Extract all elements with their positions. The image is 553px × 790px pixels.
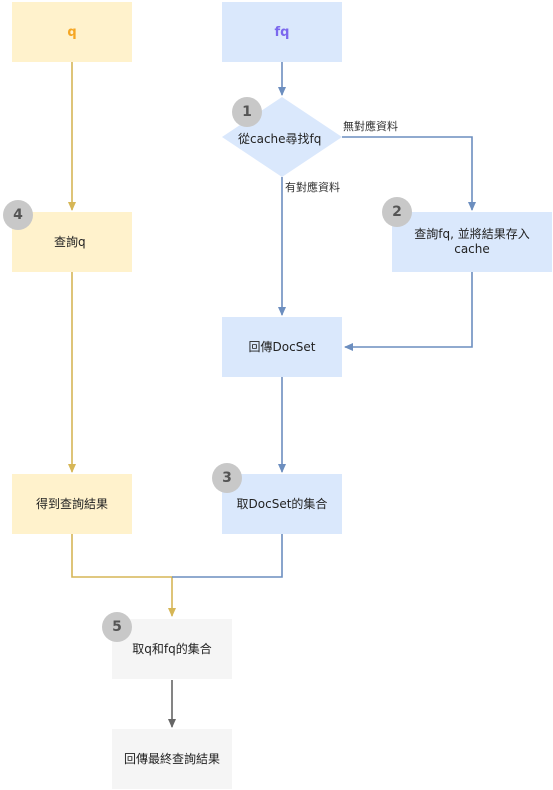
decision-label: 從cache尋找fq (238, 132, 322, 146)
node-query-q: 查詢q (12, 212, 132, 272)
step-badge-1: 1 (232, 97, 262, 127)
edge-decision-no-match (342, 136, 476, 211)
step-badge-3: 3 (212, 463, 242, 493)
node-return-final: 回傳最終查詢結果 (112, 729, 232, 789)
lane-header-fq: fq (222, 2, 342, 62)
edge-query-fq-to-docset (344, 272, 473, 351)
node-take-q-fq-set: 取q和fq的集合 (112, 619, 232, 679)
edge-label-has-match: 有對應資料 (285, 181, 340, 194)
lane-header-q: q (12, 2, 132, 62)
edge-label-no-match: 無對應資料 (343, 120, 398, 133)
step-badge-2: 2 (382, 197, 412, 227)
edge-result-to-merge (71, 533, 176, 617)
node-get-result: 得到查詢結果 (12, 474, 132, 534)
step-badge-5: 5 (102, 612, 132, 642)
edge-set-to-merge (172, 533, 283, 578)
step-badge-4: 4 (3, 200, 33, 230)
node-take-docset-set: 取DocSet的集合 (222, 474, 342, 534)
node-query-fq-store: 查詢fq, 並將結果存入cache (392, 212, 552, 272)
node-return-docset: 回傳DocSet (222, 317, 342, 377)
